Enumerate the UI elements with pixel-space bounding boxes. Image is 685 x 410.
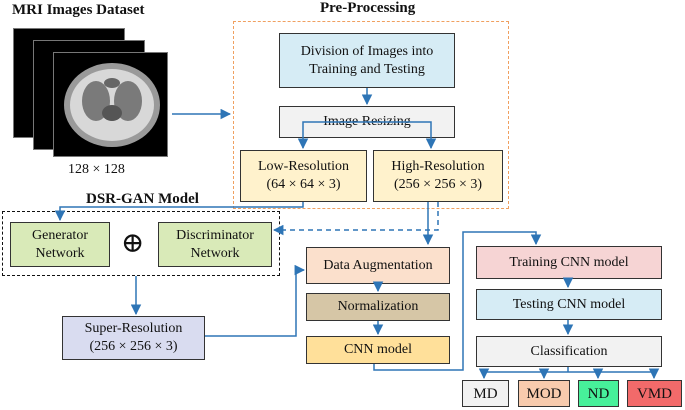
preprocessing-region (233, 21, 509, 209)
class-nd: ND (578, 380, 619, 407)
division-box: Division of Images into Training and Tes… (279, 33, 455, 88)
arrow-cnn-to-training (373, 231, 542, 371)
super-resolution-box: Super-Resolution (256 × 256 × 3) (62, 316, 205, 360)
dsr-gan-region (2, 211, 280, 276)
augmentation-box: Data Augmentation (306, 247, 450, 284)
oplus-symbol: ⊕ (121, 228, 145, 259)
preprocessing-title: Pre-Processing (320, 0, 416, 16)
normalization-box: Normalization (306, 293, 450, 321)
arrow-resizing-to-lowres (297, 121, 367, 150)
dataset-size-label: 128 × 128 (68, 162, 125, 177)
arrow-superres-to-augmentation (205, 264, 306, 337)
class-md: MD (462, 380, 509, 407)
discriminator-box: Discriminator Network (158, 222, 272, 267)
class-vmd: VMD (627, 380, 682, 407)
class-mod: MOD (518, 380, 570, 407)
arrow-resizing-to-highres (367, 121, 437, 150)
training-cnn-box: Training CNN model (476, 246, 662, 279)
bus-classification-to-classes (484, 367, 654, 373)
classification-box: Classification (476, 336, 662, 367)
arrow-lowres-to-generator (54, 202, 304, 222)
high-resolution-box: High-Resolution (256 × 256 × 3) (373, 150, 503, 202)
dataset-title: MRI Images Dataset (12, 2, 145, 18)
dsr-gan-title: DSR-GAN Model (86, 191, 199, 207)
mri-slice-front (53, 52, 168, 157)
low-resolution-box: Low-Resolution (64 × 64 × 3) (240, 150, 367, 202)
generator-box: Generator Network (10, 222, 110, 267)
testing-cnn-box: Testing CNN model (476, 289, 662, 320)
arrow-highres-to-discriminator (272, 202, 439, 236)
cnn-model-box: CNN model (306, 336, 450, 364)
